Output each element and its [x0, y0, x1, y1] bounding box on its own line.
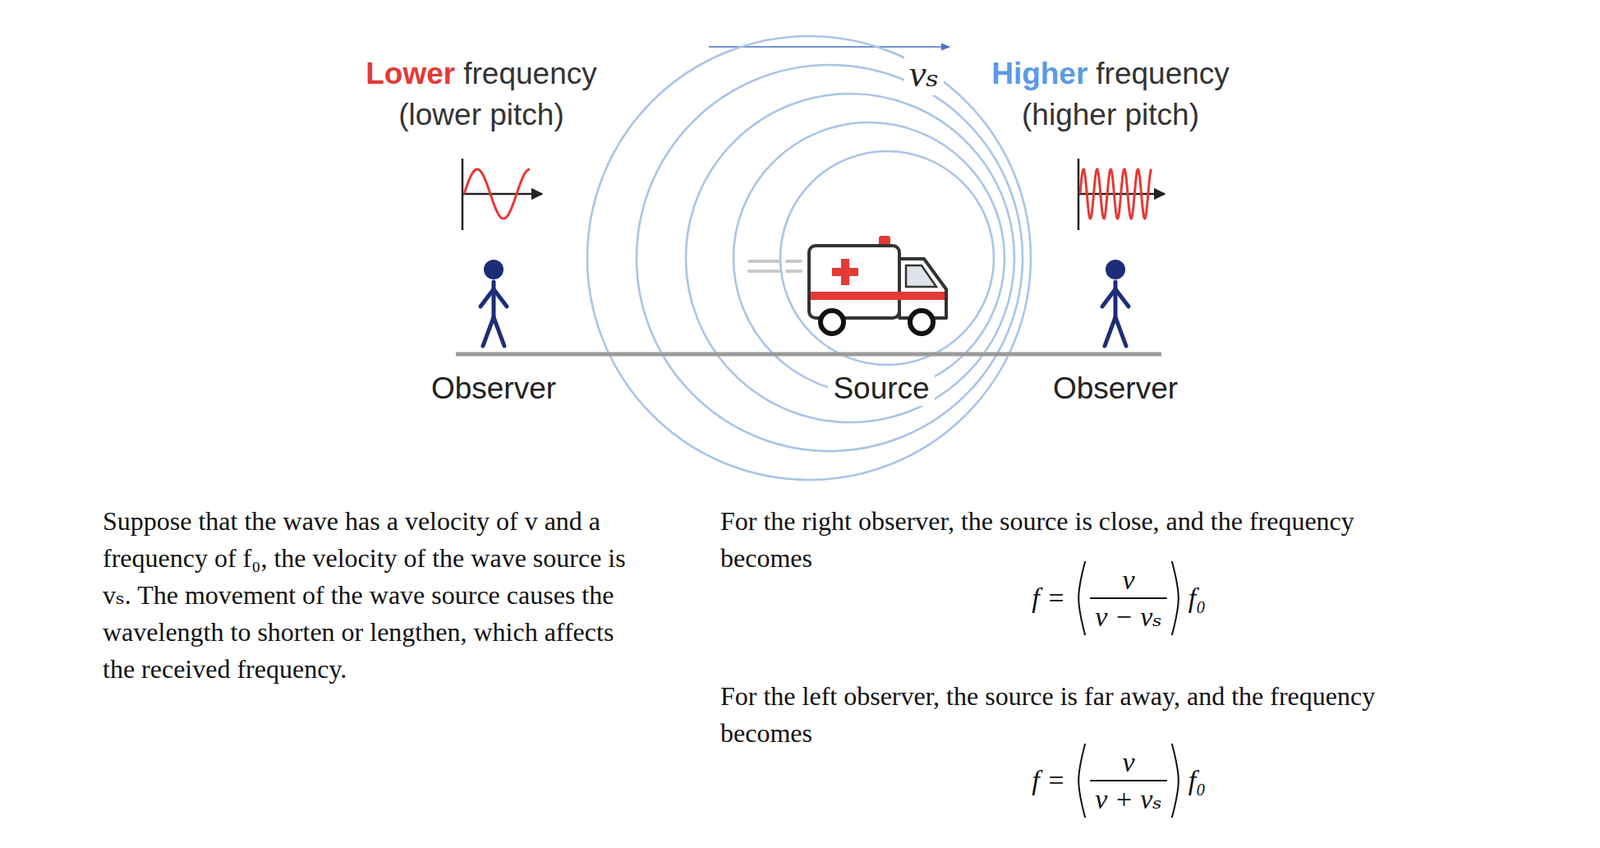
motion-line [749, 269, 779, 273]
observer-figure [1102, 259, 1129, 346]
source-label: Source [827, 371, 934, 407]
frequency-heading: frequency [1095, 56, 1230, 92]
observer-head [483, 259, 504, 280]
wavefront [685, 93, 1015, 423]
observer-label: Observer [431, 371, 557, 407]
motion-line [786, 269, 801, 273]
observer-figure [480, 259, 507, 346]
wave-axes [462, 158, 1165, 230]
observer-head [1105, 259, 1126, 280]
pitch-heading: (higher pitch) [1021, 97, 1200, 134]
formula-term: v [1121, 745, 1135, 778]
body-text: Suppose that the wave has a velocity of … [102, 502, 629, 688]
observer-legs [1104, 317, 1127, 346]
formula-term: f = [1031, 581, 1066, 614]
wavefront [636, 64, 1023, 451]
motion-lines [749, 261, 801, 272]
pitch-heading: (lower pitch) [398, 97, 565, 134]
red-stripe [810, 291, 945, 300]
formula-term: f = [1031, 763, 1066, 796]
parenthesis [1078, 743, 1086, 818]
observer-arms [1102, 289, 1129, 307]
fraction-bar [1089, 779, 1168, 782]
low-frequency-wave [464, 169, 530, 219]
wave-signals [464, 169, 1152, 219]
frequency-heading: frequency [463, 56, 598, 92]
frequency-heading: Higher [991, 56, 1088, 92]
velocity-label: vₛ [904, 52, 944, 97]
wheel [910, 310, 934, 334]
ambulance-body [809, 245, 900, 318]
motion-line [749, 259, 779, 263]
observer-legs [482, 317, 505, 346]
motion-line [786, 259, 801, 263]
body-text: For the right observer, the source is cl… [720, 502, 1444, 577]
frequency-heading: Lower [365, 56, 456, 92]
formula-term: f₀ [1188, 581, 1206, 614]
red-cross [832, 267, 859, 276]
high-frequency-wave [1080, 169, 1152, 219]
formula-term: v + vₛ [1094, 782, 1163, 815]
wavefront [780, 151, 994, 365]
parenthesis [1078, 560, 1086, 635]
observer-label: Observer [1052, 371, 1178, 407]
fraction-bar [1089, 597, 1168, 599]
parenthesis [1172, 560, 1179, 635]
observer-arms [480, 289, 507, 307]
cab-window [905, 265, 937, 287]
formula-term: v − vₛ [1094, 600, 1163, 633]
wheel [820, 310, 844, 334]
body-text: For the left observer, the source is far… [720, 677, 1444, 752]
ground-line [455, 352, 1162, 357]
axis [462, 193, 543, 196]
wavefront-circles [587, 36, 1031, 480]
formula-term: f₀ [1188, 763, 1206, 796]
ambulance-icon [749, 235, 947, 334]
formula-term: v [1121, 563, 1135, 596]
parenthesis [1172, 743, 1179, 818]
wavefront [587, 36, 1031, 480]
